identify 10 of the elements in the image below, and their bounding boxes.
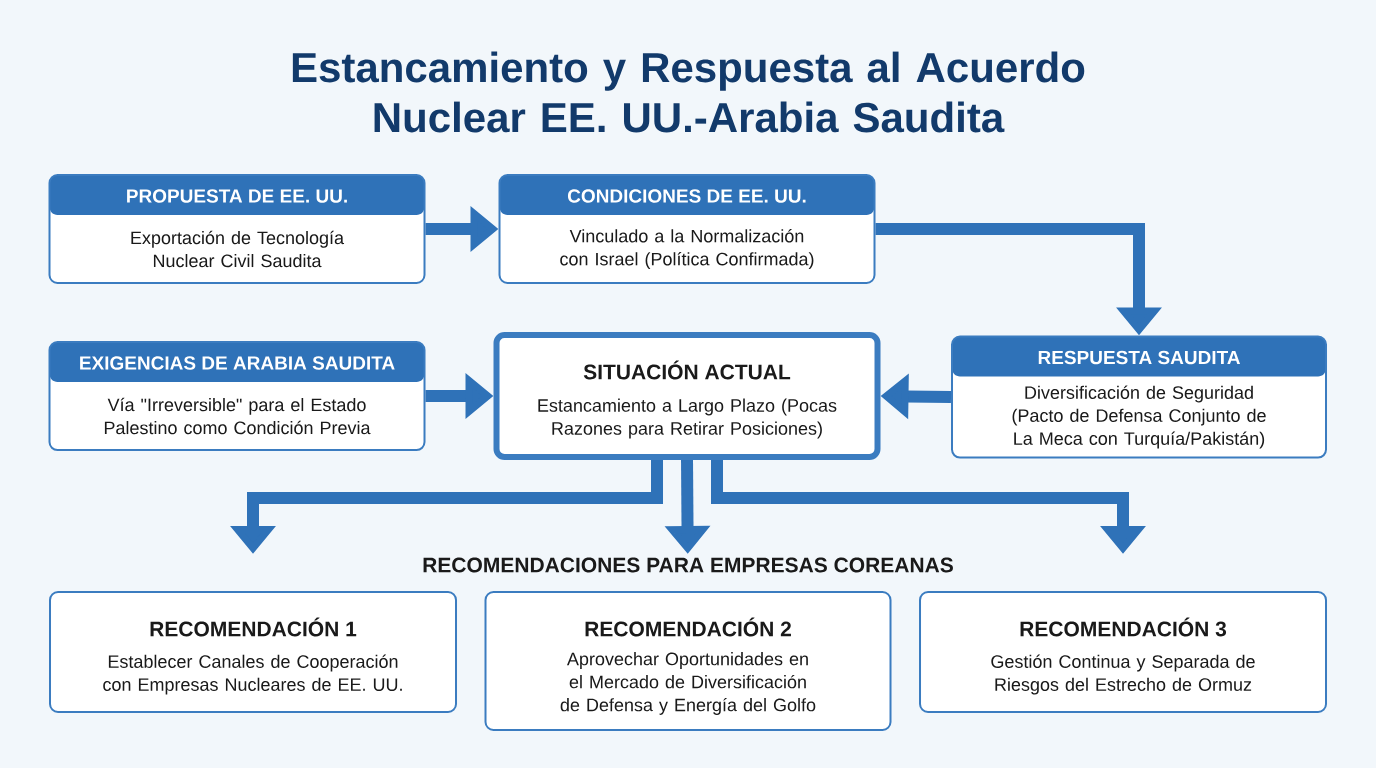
process-box: RECOMENDACIÓN 1 Establecer Canales de Cooperación con Empresas Nucleares de EE. UU. bbox=[49, 591, 457, 713]
title: Estancamiento y Respuesta al Acuerdo Nuclear EE. UU.-Arabia Saudita bbox=[292, 51, 1085, 133]
process-box: RECOMENDACIÓN 2 Aprovechar Oportunidades en el Mercado de Diversificación de Defensa y Energía del Golfo bbox=[484, 591, 892, 731]
process-box: EXIGENCIAS DE ARABIA SAUDITA Vía "Irreversible" para el Estado Palestino como Condición Previa bbox=[48, 341, 426, 451]
process-box: PROPUESTA DE EE. UU. Exportación de Tecnología Nuclear Civil Saudita bbox=[48, 174, 426, 284]
process-box: SITUACIÓN ACTUAL Estancamiento a Largo Plazo (Pocas Razones para Retirar Posiciones) bbox=[493, 332, 881, 460]
process-box: RECOMENDACIÓN 3 Gestión Continua y Separada de Riesgos del Estrecho de Ormuz bbox=[919, 591, 1327, 713]
process-box: CONDICIONES DE EE. UU. Vinculado a la Normalización con Israel (Política Confirmada) bbox=[498, 174, 876, 284]
section-heading: RECOMENDACIONES PARA EMPRESAS COREANAS bbox=[423, 557, 953, 573]
process-box: RESPUESTA SAUDITA Diversificación de Seguridad (Pacto de Defensa Conjunto de La Meca con Turquía/Pakistán) bbox=[951, 335, 1327, 459]
